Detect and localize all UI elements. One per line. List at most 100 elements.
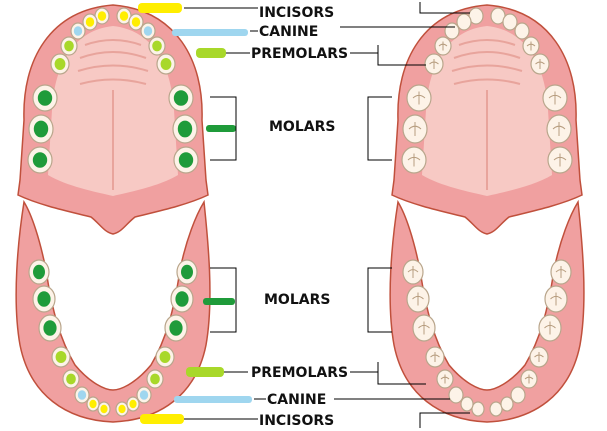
lower-left-premolar-tooth: [155, 346, 175, 368]
premolar-mark: [55, 351, 67, 363]
upper-left-premolar-tooth: [60, 36, 78, 56]
upper-right-canine-tooth: [444, 22, 460, 40]
leader-lines: [184, 2, 470, 428]
molar-mark: [37, 90, 53, 106]
molar-mark: [178, 152, 194, 168]
molar-mark: [175, 291, 189, 307]
lower-left-canine-tooth: [74, 386, 90, 404]
upper-left-molar-tooth: [172, 114, 198, 144]
upper-right-molar-tooth: [401, 146, 427, 174]
molar-mark: [32, 152, 48, 168]
lower-right-premolar-tooth: [529, 346, 549, 368]
upper-left-molar-tooth: [27, 146, 53, 174]
lower-right-molar-tooth: [412, 314, 436, 342]
lower-left-molar-tooth: [32, 285, 56, 313]
upper-molar-swatch: [206, 125, 236, 132]
lower-left-molar-tooth: [176, 259, 198, 285]
lower-left-premolar-tooth: [51, 346, 71, 368]
upper-left-incisor-tooth: [128, 13, 144, 31]
lower-left-incisor-tooth: [115, 401, 129, 417]
canine-mark: [143, 26, 153, 36]
upper-right-premolar-tooth: [530, 53, 550, 75]
upper-right-incisor-tooth: [456, 13, 472, 31]
lower-left-incisor-tooth: [126, 396, 140, 412]
premolar-mark: [152, 40, 162, 52]
premolar-mark: [159, 351, 171, 363]
upper-left-molar-tooth: [32, 84, 58, 112]
upper-premolar-swatch: [196, 48, 226, 58]
upper-right-incisor-tooth: [502, 13, 518, 31]
upper-right-canine-tooth: [514, 22, 530, 40]
molar-mark: [33, 264, 45, 280]
lower-right-premolar-tooth: [520, 369, 538, 389]
palate-ridges-right: [451, 39, 523, 190]
upper-left-premolar-tooth: [148, 36, 166, 56]
lower-left-canine-tooth: [136, 386, 152, 404]
lower-canine-swatch: [174, 396, 252, 403]
molar-mark: [177, 120, 193, 138]
incisor-mark: [119, 11, 129, 21]
lower-premolars-label: PREMOLARS: [251, 365, 348, 381]
molar-mark: [33, 120, 49, 138]
lower-left-molar-tooth: [170, 285, 194, 313]
premolar-mark: [160, 58, 172, 70]
lower-right-premolar-tooth: [425, 346, 445, 368]
incisor-mark: [89, 399, 97, 409]
upper-canine-label: CANINE: [259, 24, 318, 40]
lower-right-canine-tooth: [510, 386, 526, 404]
lower-left-premolar-tooth: [146, 369, 164, 389]
upper-left-molar-tooth: [173, 146, 199, 174]
molar-mark: [43, 320, 57, 336]
lower-canine-label: CANINE: [267, 392, 326, 408]
lower-right-incisor-tooth: [489, 401, 503, 417]
lower-left-molar-tooth: [38, 314, 62, 342]
incisor-mark: [85, 17, 95, 27]
molar-mark: [173, 90, 189, 106]
incisor-mark: [118, 404, 126, 414]
incisor-mark: [131, 17, 141, 27]
upper-premolars-label: PREMOLARS: [251, 46, 348, 62]
premolar-mark: [54, 58, 66, 70]
lower-molar-swatch: [203, 298, 235, 305]
premolar-mark: [66, 373, 76, 385]
upper-right-molar-tooth: [546, 114, 572, 144]
upper-left-incisor-tooth: [82, 13, 98, 31]
upper-right-molar-tooth: [402, 114, 428, 144]
upper-right-molar-tooth: [406, 84, 432, 112]
upper-left-premolar-tooth: [50, 53, 70, 75]
lower-right-molar-tooth: [544, 285, 568, 313]
molar-mark: [169, 320, 183, 336]
lower-premolar-swatch: [186, 367, 224, 377]
premolar-mark: [64, 40, 74, 52]
lower-right-incisor-tooth: [500, 396, 514, 412]
lower-molars-label: MOLARS: [264, 292, 330, 308]
teeth-layer: [27, 7, 573, 417]
palate-ridges-left: [77, 39, 149, 190]
lower-right-molar-tooth: [550, 259, 572, 285]
lower-right-canine-tooth: [448, 386, 464, 404]
incisor-mark: [100, 404, 108, 414]
canine-mark: [77, 390, 87, 400]
lower-left-incisor-tooth: [97, 401, 111, 417]
canine-mark: [73, 26, 83, 36]
upper-right-premolar-tooth: [522, 36, 540, 56]
upper-left-molar-tooth: [28, 114, 54, 144]
upper-canine-swatch: [172, 29, 248, 36]
lower-left-premolar-tooth: [62, 369, 80, 389]
lower-right-premolar-tooth: [436, 369, 454, 389]
upper-molars-label: MOLARS: [269, 119, 335, 135]
incisor-mark: [129, 399, 137, 409]
lower-left-molar-tooth: [164, 314, 188, 342]
upper-right-premolar-tooth: [424, 53, 444, 75]
upper-right-molar-tooth: [547, 146, 573, 174]
upper-left-canine-tooth: [70, 22, 86, 40]
canine-mark: [139, 390, 149, 400]
lower-incisor-swatch: [140, 414, 184, 424]
lower-right-incisor-tooth: [471, 401, 485, 417]
upper-incisors-label: INCISORS: [259, 5, 334, 21]
premolar-mark: [150, 373, 160, 385]
lower-right-molar-tooth: [402, 259, 424, 285]
incisor-mark: [97, 11, 107, 21]
lower-left-incisor-tooth: [86, 396, 100, 412]
